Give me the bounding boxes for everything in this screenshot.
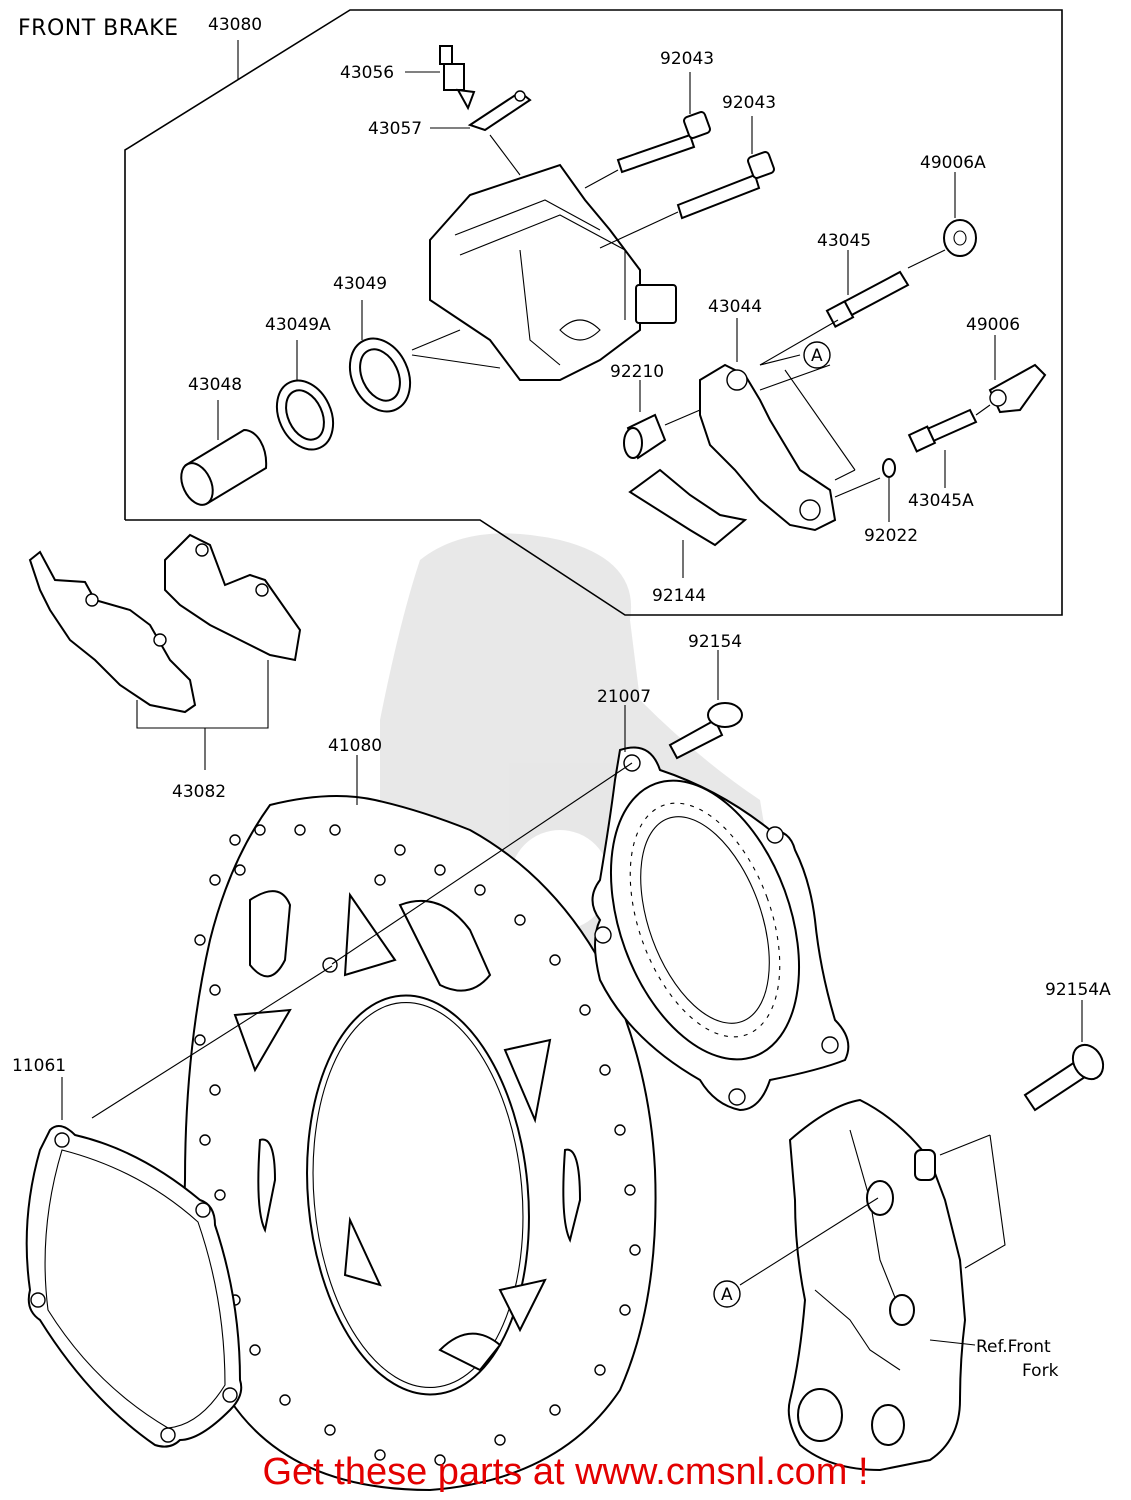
brake-pad-left — [28, 550, 197, 714]
disc-bolt-92154 — [668, 650, 743, 760]
label-43082: 43082 — [172, 782, 226, 802]
brake-disc — [183, 755, 657, 1492]
label-43049A: 43049A — [265, 315, 331, 335]
reference-marker-upper-label: A — [811, 346, 823, 366]
reference-marker-lower-label: A — [721, 1285, 733, 1305]
guide-pin-43045A — [907, 404, 991, 488]
label-92210: 92210 — [610, 362, 664, 382]
label-ref-front-fork-line2: Fork — [1022, 1361, 1059, 1381]
boot-49006 — [988, 335, 1047, 414]
label-43056: 43056 — [340, 63, 394, 83]
label-43048: 43048 — [188, 375, 242, 395]
bleeder-cap — [430, 90, 532, 176]
diagram-title: FRONT BRAKE — [18, 16, 179, 41]
footer-link-text[interactable]: Get these parts at www.cmsnl.com ! — [262, 1451, 869, 1493]
sleeve-92210 — [623, 380, 701, 460]
label-41080: 41080 — [328, 736, 382, 756]
gasket-11061 — [25, 965, 333, 1448]
label-ref-front-fork-line1: Ref.Front — [976, 1337, 1051, 1357]
front-fork-leg — [787, 1098, 976, 1472]
piston-seal-43049 — [348, 300, 501, 413]
label-49006: 49006 — [966, 315, 1020, 335]
label-43045A: 43045A — [908, 491, 974, 511]
label-92154A: 92154A — [1045, 980, 1111, 1000]
label-92022: 92022 — [864, 526, 918, 546]
label-43049: 43049 — [333, 274, 387, 294]
dust-seal-43049A — [275, 340, 335, 451]
part-number-labels: 43080 43056 43057 92043 92043 49006A 430… — [12, 15, 1111, 1381]
boot-49006A — [907, 172, 977, 269]
caliper-assembly-box — [124, 9, 1063, 616]
piston-43048 — [180, 400, 268, 506]
sensor-rotor — [591, 705, 850, 1112]
guide-pin-43045 — [759, 250, 910, 366]
caliper-bolt-92154A — [939, 1000, 1105, 1269]
circlip-92022 — [834, 458, 896, 522]
caliper-bracket — [699, 318, 837, 532]
label-43044: 43044 — [708, 297, 762, 317]
label-43057: 43057 — [368, 119, 422, 139]
reference-marker-lower — [713, 1280, 741, 1308]
label-49006A: 49006A — [920, 153, 986, 173]
slide-pin-lower — [599, 116, 775, 249]
label-92144: 92144 — [652, 586, 706, 606]
pad-spring-92144 — [628, 468, 748, 578]
reference-marker-upper — [803, 341, 831, 369]
brake-pad-right — [164, 533, 302, 662]
label-21007: 21007 — [597, 687, 651, 707]
label-43080: 43080 — [208, 15, 262, 35]
slide-pin-upper — [584, 72, 711, 189]
label-92154: 92154 — [688, 632, 742, 652]
label-92043-upper: 92043 — [660, 49, 714, 69]
label-43045: 43045 — [817, 231, 871, 251]
bleeder-valve — [405, 45, 476, 111]
label-11061: 11061 — [12, 1056, 66, 1076]
caliper-body — [429, 163, 677, 381]
label-92043-lower: 92043 — [722, 93, 776, 113]
